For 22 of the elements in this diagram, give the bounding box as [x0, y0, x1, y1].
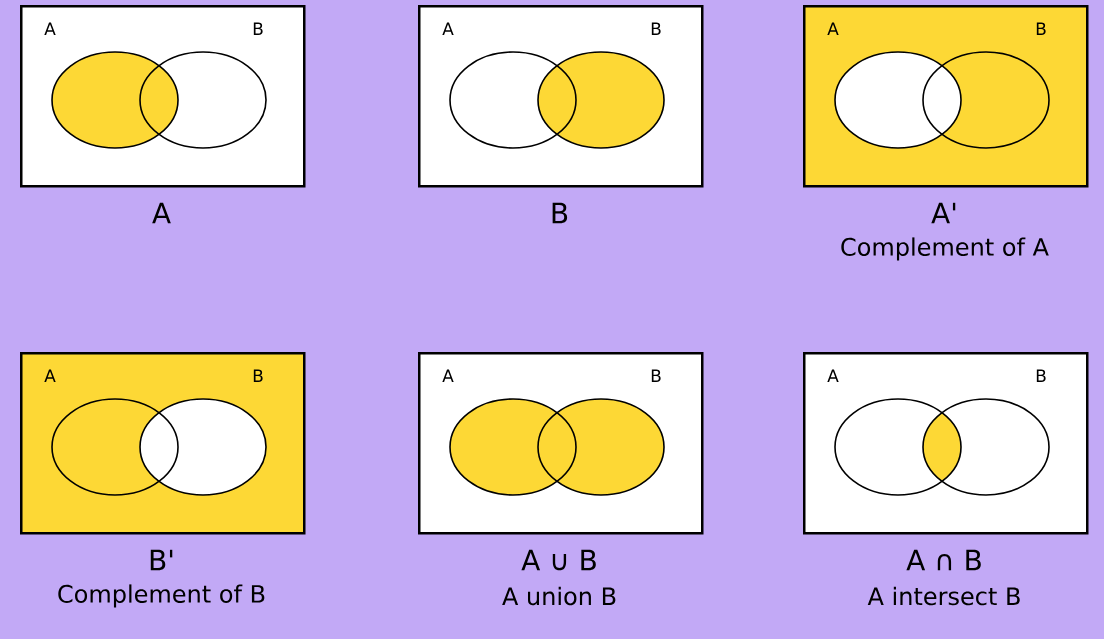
set-label: B [253, 369, 263, 382]
node-label: A [152, 202, 171, 224]
node-label: A ∪ B [521, 549, 596, 571]
set-label: B [1036, 22, 1046, 35]
set-label: A [442, 369, 454, 382]
node-label: Complement of B [58, 584, 265, 608]
set-label: A [827, 22, 839, 35]
set-label: B [1036, 369, 1046, 382]
set-label: A [442, 22, 454, 35]
node-label: A union B [502, 586, 616, 606]
set-label: B [253, 22, 263, 35]
node-label: Complement of A [841, 237, 1049, 261]
node-label: A intersect B [867, 586, 1020, 606]
set-label: A [827, 369, 839, 382]
node-label: A ∩ B [906, 549, 981, 571]
set-label: A [44, 369, 56, 382]
set-label: B [651, 22, 661, 35]
node-label: A' [931, 202, 956, 224]
node-label: B' [150, 549, 173, 571]
node-label: B [552, 202, 568, 224]
set-label: B [651, 369, 661, 382]
set-label: A [44, 22, 56, 35]
